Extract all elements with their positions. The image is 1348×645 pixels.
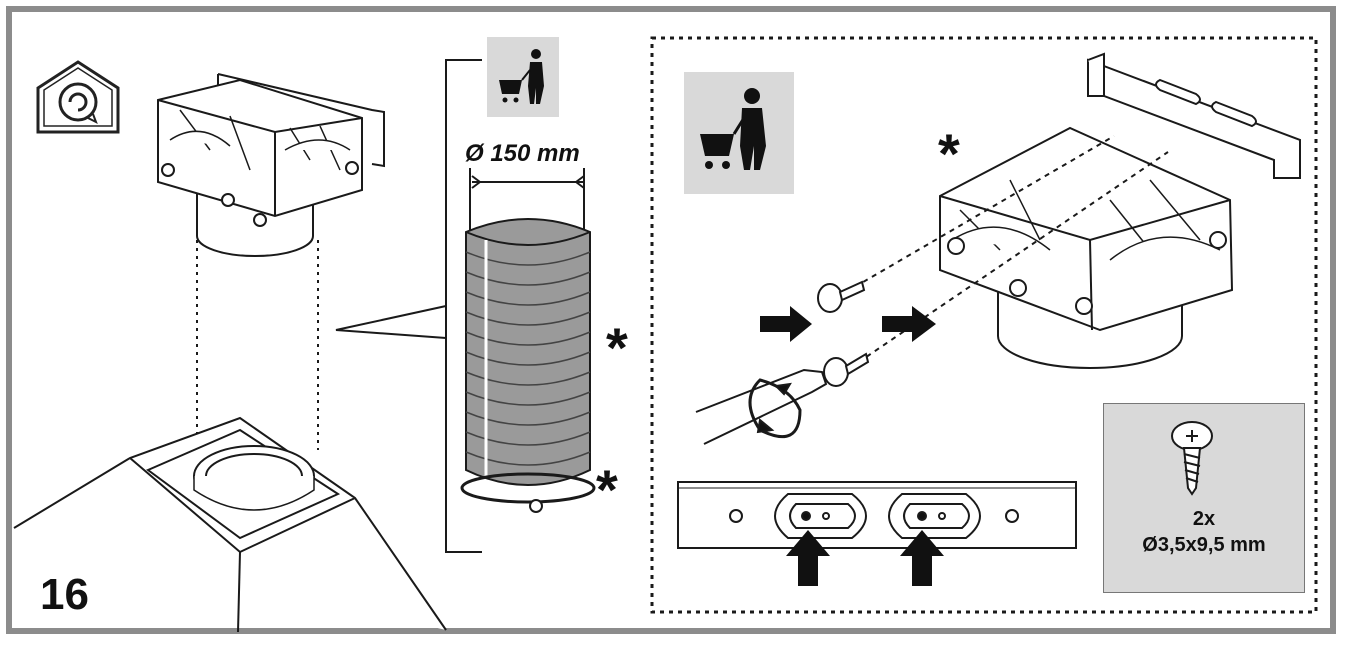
up-arrow-icon — [786, 530, 944, 586]
arrow-icon — [760, 306, 936, 342]
screw-icon — [1171, 421, 1213, 496]
shopping-cart-person-icon-large — [684, 72, 794, 194]
duct-diameter-label: Ø 150 mm — [465, 140, 580, 167]
hood-chimney — [13, 416, 447, 633]
screwdriver-icon — [695, 368, 828, 445]
optional-marker-detail: * — [938, 122, 960, 185]
screw-spec-box: 2x Ø3,5x9,5 mm — [1103, 403, 1305, 593]
screw-quantity: 2x — [1192, 508, 1216, 530]
motor-unit — [157, 73, 385, 257]
screw-upper — [817, 280, 866, 313]
alignment-lines — [196, 240, 319, 450]
step-number: 16 — [40, 570, 89, 619]
screw-lower — [823, 352, 870, 387]
slotted-plate — [677, 481, 1077, 549]
recirculation-house-icon — [36, 60, 120, 134]
callout-bracket — [335, 59, 482, 553]
optional-marker-duct: * — [606, 316, 628, 379]
detail-box — [650, 36, 1318, 614]
flexible-duct — [460, 168, 596, 513]
shopping-cart-person-icon — [487, 37, 559, 117]
wall-bracket — [1087, 52, 1301, 179]
screw-size: Ø3,5x9,5 mm — [1142, 534, 1266, 556]
motor-unit-detail — [939, 126, 1234, 369]
optional-marker-clamp: * — [596, 458, 618, 521]
